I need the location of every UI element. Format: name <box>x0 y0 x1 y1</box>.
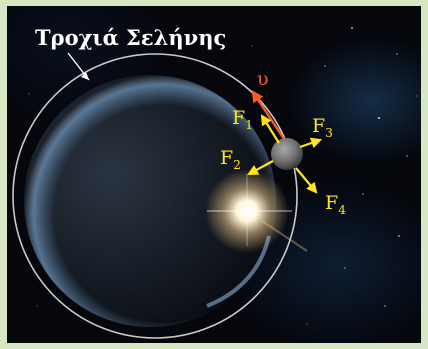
force-arrow-f2 <box>247 160 274 176</box>
diagram-canvas <box>12 25 418 339</box>
force-arrow-f3 <box>299 137 323 149</box>
force-label-f3: F3 <box>312 115 333 140</box>
force-arrow-f4 <box>295 167 318 194</box>
velocity-arrow <box>251 89 286 140</box>
sun-glare <box>205 169 308 253</box>
moon <box>271 138 303 170</box>
orbit-title: Τροχιά Σελήνης <box>35 25 227 50</box>
force-label-f1: F1 <box>232 107 253 132</box>
force-label-f4: F4 <box>325 192 346 217</box>
star-field <box>28 25 418 325</box>
moon-orbit <box>12 53 298 339</box>
title-pointer-arrowhead <box>81 72 89 80</box>
force-arrow-f1 <box>260 114 280 144</box>
space-background: Τροχιά Σελήνης υ F1 F2 F3 F4 <box>7 6 421 343</box>
force-label-f2: F2 <box>220 147 241 172</box>
earth <box>24 75 276 327</box>
velocity-label: υ <box>257 68 269 90</box>
